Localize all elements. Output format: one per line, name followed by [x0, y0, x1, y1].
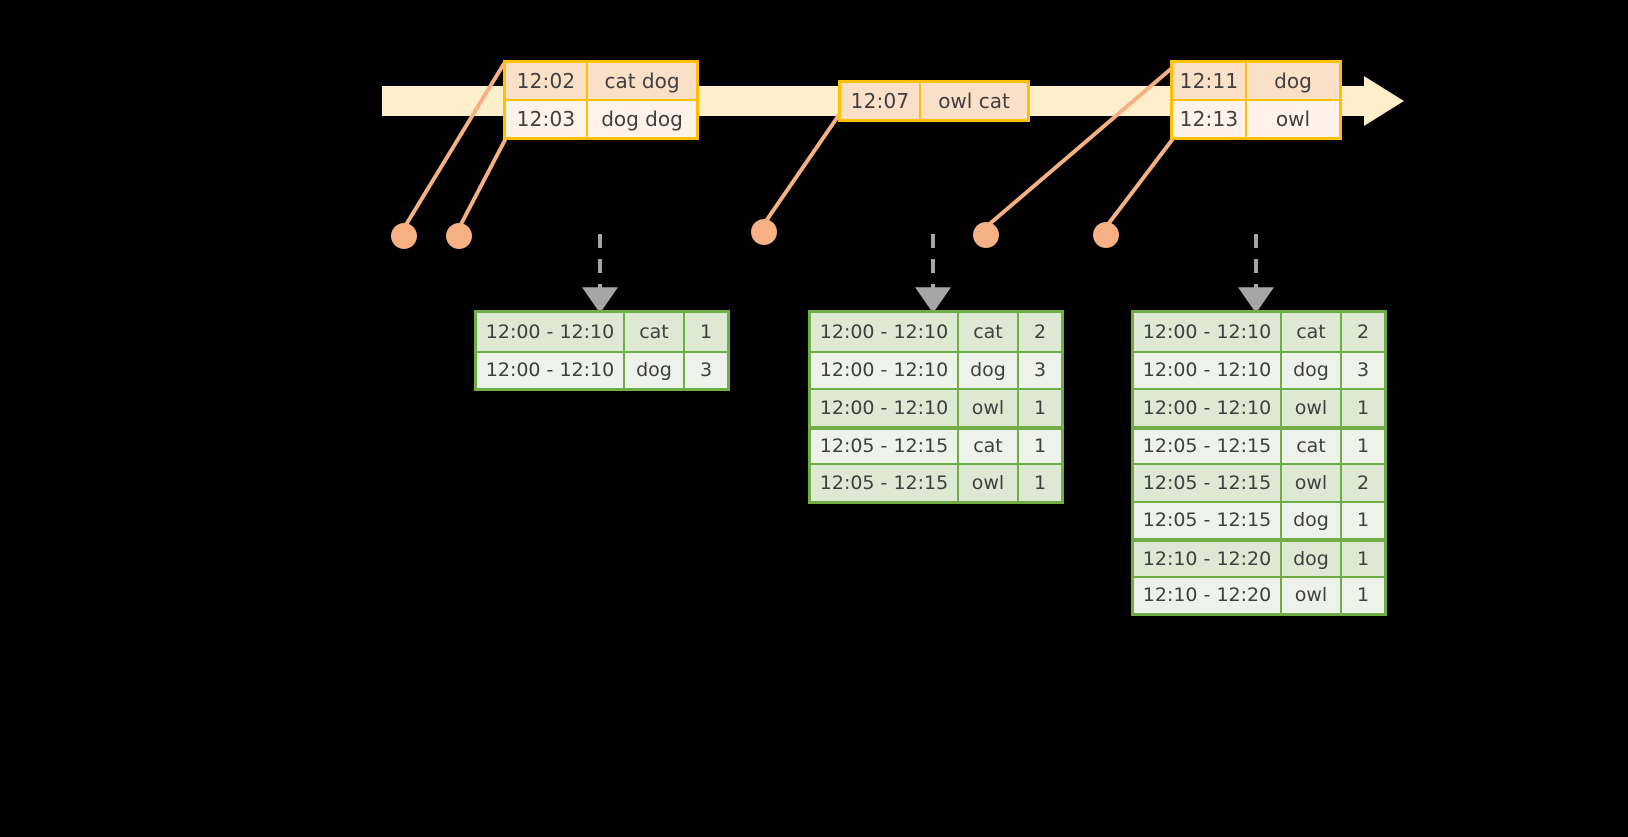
- event-box-2[interactable]: 12:07 owl cat: [838, 80, 1030, 122]
- cell-word: dog: [1282, 542, 1342, 576]
- cell-window: 12:05 - 12:15: [811, 465, 959, 501]
- cell-word: cat: [959, 429, 1019, 463]
- cell-window: 12:05 - 12:15: [1134, 465, 1282, 501]
- cell-count: 2: [1342, 313, 1384, 351]
- event-row[interactable]: 12:02 cat dog: [506, 63, 696, 99]
- cell-word: dog: [625, 352, 685, 388]
- event-row[interactable]: 12:07 owl cat: [841, 83, 1027, 119]
- event-row[interactable]: 12:11 dog: [1173, 63, 1339, 99]
- event-time: 12:03: [506, 101, 588, 137]
- cell-window: 12:00 - 12:10: [477, 352, 625, 388]
- trigger-dot-5[interactable]: [1093, 222, 1119, 248]
- cell-word: dog: [1282, 352, 1342, 388]
- trigger-dot-4[interactable]: [973, 222, 999, 248]
- cell-window: 12:00 - 12:10: [811, 352, 959, 388]
- trigger-dot-1[interactable]: [391, 223, 417, 249]
- cell-count: 1: [1019, 429, 1061, 463]
- event-time: 12:11: [1173, 63, 1247, 99]
- event-words: owl cat: [921, 83, 1027, 119]
- cell-word: dog: [1282, 502, 1342, 538]
- event-row[interactable]: 12:13 owl: [1173, 99, 1339, 137]
- cell-word: cat: [625, 313, 685, 351]
- timeline-arrowhead-icon: [1364, 76, 1404, 126]
- cell-count: 3: [1342, 352, 1384, 388]
- cell-count: 1: [1342, 577, 1384, 613]
- cell-count: 1: [1342, 429, 1384, 463]
- cell-count: 1: [685, 313, 727, 351]
- cell-window: 12:10 - 12:20: [1134, 542, 1282, 576]
- event-words: owl: [1247, 101, 1339, 137]
- cell-count: 2: [1019, 313, 1061, 351]
- connector-line-3: [762, 110, 843, 226]
- cell-window: 12:10 - 12:20: [1134, 577, 1282, 613]
- cell-count: 1: [1019, 465, 1061, 501]
- cell-window: 12:00 - 12:10: [811, 390, 959, 426]
- cell-word: owl: [1282, 465, 1342, 501]
- trigger-dot-2[interactable]: [446, 223, 472, 249]
- connector-line-2: [457, 138, 507, 230]
- cell-word: dog: [959, 352, 1019, 388]
- cell-count: 1: [1019, 390, 1061, 426]
- connector-line-5: [1104, 138, 1174, 229]
- cell-word: owl: [959, 390, 1019, 426]
- cell-window: 12:00 - 12:10: [477, 313, 625, 351]
- event-words: dog dog: [588, 101, 696, 137]
- cell-word: cat: [1282, 313, 1342, 351]
- cell-window: 12:05 - 12:15: [1134, 502, 1282, 538]
- event-time: 12:13: [1173, 101, 1247, 137]
- cell-count: 2: [1342, 465, 1384, 501]
- cell-count: 1: [1342, 542, 1384, 576]
- cell-word: cat: [959, 313, 1019, 351]
- cell-count: 1: [1342, 502, 1384, 538]
- cell-word: owl: [1282, 577, 1342, 613]
- cell-window: 12:05 - 12:15: [811, 429, 959, 463]
- event-words: dog: [1247, 63, 1339, 99]
- event-row[interactable]: 12:03 dog dog: [506, 99, 696, 137]
- trigger-dot-3[interactable]: [751, 219, 777, 245]
- cell-window: 12:00 - 12:10: [1134, 390, 1282, 426]
- cell-count: 1: [1342, 390, 1384, 426]
- cell-window: 12:00 - 12:10: [811, 313, 959, 351]
- dashed-arrow-group: [582, 234, 1274, 314]
- cell-window: 12:05 - 12:15: [1134, 429, 1282, 463]
- cell-window: 12:00 - 12:10: [1134, 313, 1282, 351]
- event-words: cat dog: [588, 63, 696, 99]
- cell-window: 12:00 - 12:10: [1134, 352, 1282, 388]
- event-time: 12:02: [506, 63, 588, 99]
- cell-count: 3: [1019, 352, 1061, 388]
- cell-count: 3: [685, 352, 727, 388]
- cell-word: owl: [1282, 390, 1342, 426]
- event-time: 12:07: [841, 83, 921, 119]
- cell-word: cat: [1282, 429, 1342, 463]
- event-box-1[interactable]: 12:02 cat dog 12:03 dog dog: [503, 60, 699, 140]
- cell-word: owl: [959, 465, 1019, 501]
- event-box-3[interactable]: 12:11 dog 12:13 owl: [1170, 60, 1342, 140]
